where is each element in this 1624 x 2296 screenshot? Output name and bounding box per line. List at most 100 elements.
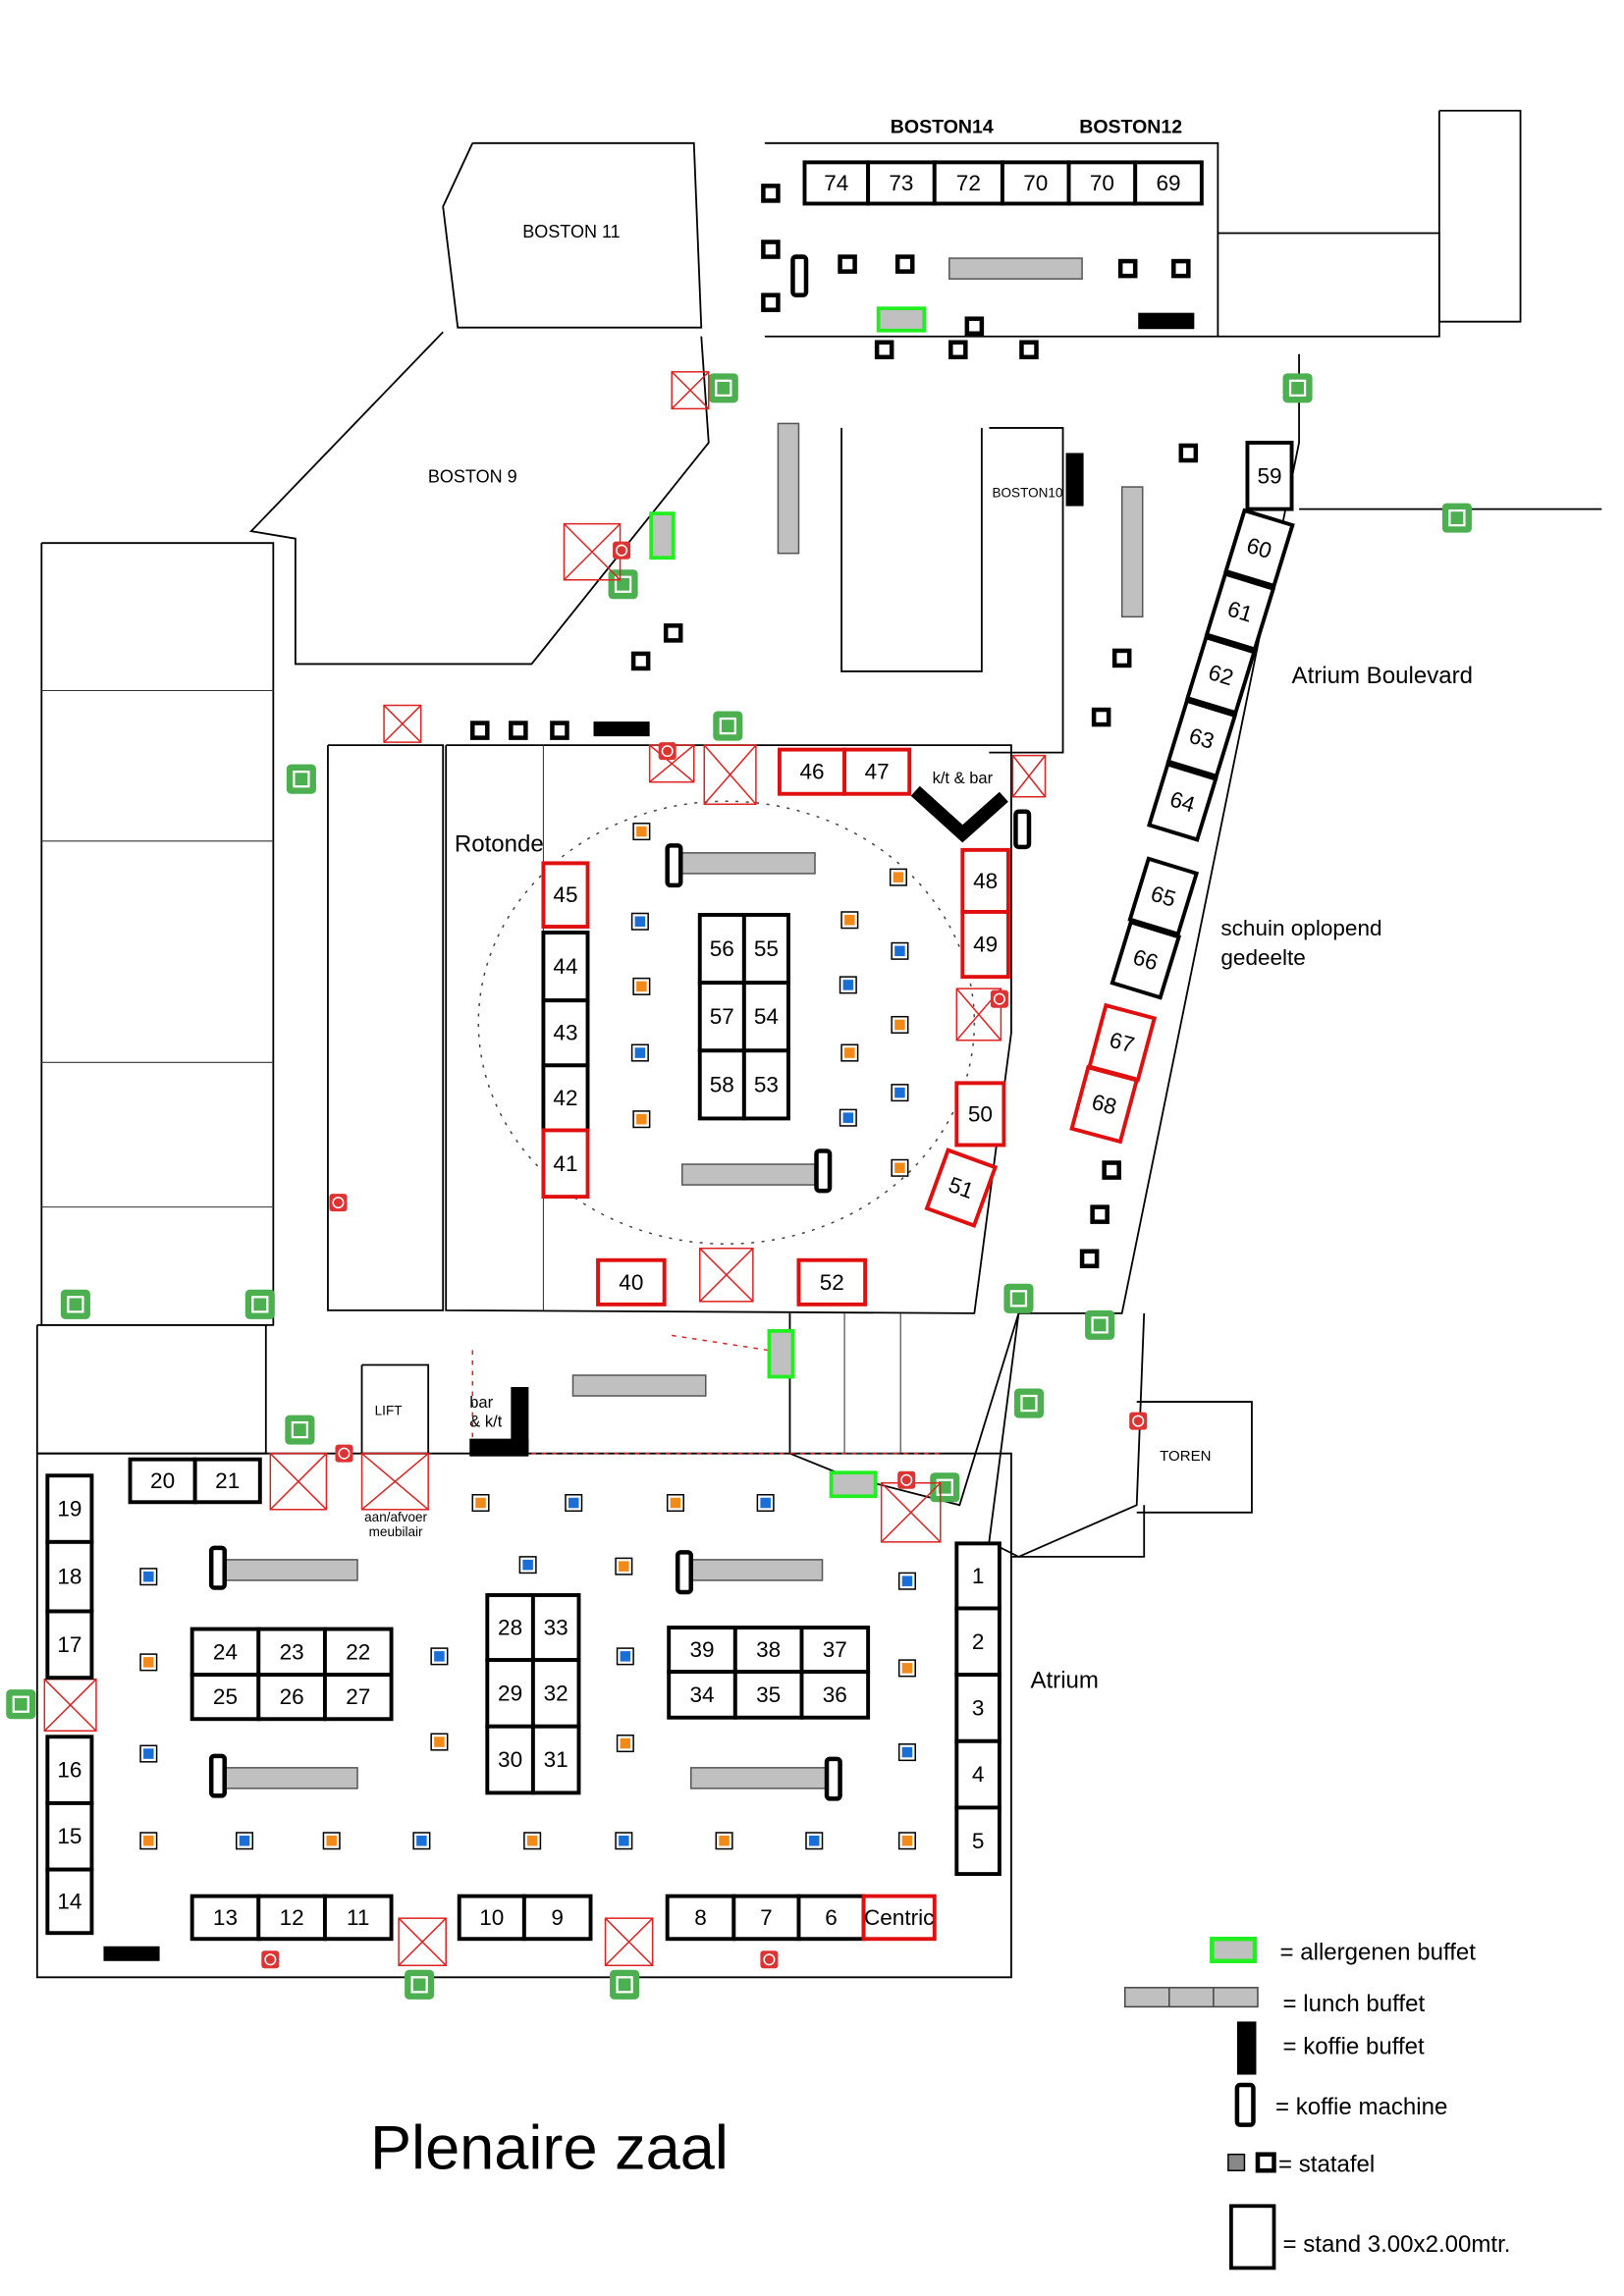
stand-44[interactable]: 44 [541, 931, 590, 1003]
stand-50[interactable]: 50 [954, 1081, 1006, 1148]
stand-25[interactable]: 25 [189, 1673, 261, 1722]
stand-54[interactable]: 54 [741, 981, 790, 1053]
stand-9[interactable]: 9 [521, 1894, 593, 1942]
stand-65[interactable]: 65 [1127, 856, 1200, 937]
stand-74[interactable]: 74 [802, 160, 871, 206]
stand-19[interactable]: 19 [45, 1473, 94, 1544]
fire-door [671, 371, 710, 410]
stand-46[interactable]: 46 [777, 747, 847, 796]
stand-2[interactable]: 2 [954, 1606, 1001, 1678]
stand-41[interactable]: 41 [541, 1128, 590, 1200]
stand-53[interactable]: 53 [741, 1048, 790, 1121]
stand-55[interactable]: 55 [741, 913, 790, 986]
stand-18[interactable]: 18 [45, 1539, 94, 1614]
stand-52[interactable]: 52 [796, 1257, 868, 1307]
stand-33[interactable]: 33 [530, 1593, 581, 1663]
stand-43[interactable]: 43 [541, 998, 590, 1068]
statafel-fill [894, 945, 905, 957]
stand-20[interactable]: 20 [128, 1457, 197, 1505]
stand-5[interactable]: 5 [954, 1805, 1001, 1877]
stand-67[interactable]: 67 [1087, 1002, 1158, 1083]
stand-number: 39 [689, 1637, 714, 1662]
stand-32[interactable]: 32 [530, 1658, 581, 1729]
stand-number: 37 [823, 1637, 847, 1662]
stand-15[interactable]: 15 [45, 1800, 94, 1872]
stand-48[interactable]: 48 [960, 847, 1010, 914]
stand-51[interactable]: 51 [924, 1148, 999, 1228]
statafel-fill [522, 1559, 533, 1571]
stand-59[interactable]: 59 [1245, 441, 1294, 511]
stand-68[interactable]: 68 [1069, 1064, 1140, 1145]
stand-26[interactable]: 26 [256, 1673, 327, 1722]
stand-70[interactable]: 70 [1066, 160, 1138, 206]
stand-number: 58 [710, 1072, 734, 1096]
stand-10[interactable]: 10 [457, 1894, 526, 1942]
stand-73[interactable]: 73 [866, 160, 937, 206]
stand-39[interactable]: 39 [667, 1626, 737, 1675]
allergen-buffet [829, 1470, 878, 1499]
stand-4[interactable]: 4 [954, 1738, 1001, 1810]
stand-number: 50 [968, 1101, 993, 1126]
stand-45[interactable]: 45 [541, 861, 590, 929]
stand-13[interactable]: 13 [189, 1894, 261, 1942]
stand-17[interactable]: 17 [45, 1609, 94, 1681]
stand-box [45, 1609, 94, 1681]
stand-56[interactable]: 56 [697, 913, 746, 986]
stand-number: 13 [213, 1905, 238, 1930]
stand-3[interactable]: 3 [954, 1673, 1001, 1743]
stand-34[interactable]: 34 [667, 1670, 737, 1720]
stand-29[interactable]: 29 [485, 1658, 535, 1729]
stand-21[interactable]: 21 [192, 1457, 262, 1505]
stand-12[interactable]: 12 [256, 1894, 327, 1942]
stand-37[interactable]: 37 [799, 1626, 871, 1675]
stand-16[interactable]: 16 [45, 1735, 94, 1805]
stand-number: 70 [1023, 171, 1048, 195]
stand-1[interactable]: 1 [954, 1541, 1001, 1611]
fire-hose-icon [261, 1950, 280, 1969]
stand-27[interactable]: 27 [322, 1673, 394, 1722]
stand-22[interactable]: 22 [322, 1627, 394, 1678]
stand-60[interactable]: 60 [1223, 507, 1295, 589]
fire-hose-icon [897, 1470, 916, 1489]
stand-centric[interactable]: Centric [861, 1894, 937, 1942]
stand-62[interactable]: 62 [1185, 634, 1257, 716]
stand-6[interactable]: 6 [796, 1894, 866, 1942]
stand-30[interactable]: 30 [485, 1724, 535, 1795]
statafel-fill [636, 981, 647, 992]
stand-72[interactable]: 72 [932, 160, 1004, 206]
stand-number: 47 [865, 760, 890, 784]
statafel-fill [894, 1162, 905, 1174]
stand-number: 2 [972, 1629, 985, 1654]
stand-7[interactable]: 7 [731, 1894, 801, 1942]
koffie-buffet [469, 1438, 529, 1457]
statafel-fill [143, 1657, 154, 1668]
stand-63[interactable]: 63 [1165, 698, 1238, 779]
stand-64[interactable]: 64 [1146, 762, 1218, 842]
stand-36[interactable]: 36 [799, 1670, 871, 1720]
stand-70[interactable]: 70 [1000, 160, 1071, 206]
stand-11[interactable]: 11 [322, 1894, 394, 1942]
statafel [1090, 1204, 1110, 1224]
stand-49[interactable]: 49 [960, 910, 1010, 980]
stand-57[interactable]: 57 [697, 981, 746, 1053]
stand-47[interactable]: 47 [842, 747, 912, 796]
stand-8[interactable]: 8 [665, 1894, 736, 1942]
emergency-exit-icon [1003, 1283, 1034, 1313]
stand-24[interactable]: 24 [189, 1627, 261, 1678]
stand-28[interactable]: 28 [485, 1593, 535, 1663]
stand-40[interactable]: 40 [596, 1257, 667, 1307]
stand-14[interactable]: 14 [45, 1867, 94, 1936]
stand-61[interactable]: 61 [1204, 571, 1276, 652]
stand-66[interactable]: 66 [1110, 920, 1182, 1000]
statafel [550, 721, 569, 740]
stand-69[interactable]: 69 [1133, 160, 1204, 206]
stand-38[interactable]: 38 [732, 1626, 804, 1675]
stand-23[interactable]: 23 [256, 1627, 327, 1678]
stand-35[interactable]: 35 [732, 1670, 804, 1720]
stand-31[interactable]: 31 [530, 1724, 581, 1795]
stand-box [1223, 507, 1295, 589]
statafel-fill [894, 1087, 905, 1098]
statafel [1079, 1249, 1100, 1269]
stand-42[interactable]: 42 [541, 1063, 590, 1133]
stand-58[interactable]: 58 [697, 1048, 746, 1121]
